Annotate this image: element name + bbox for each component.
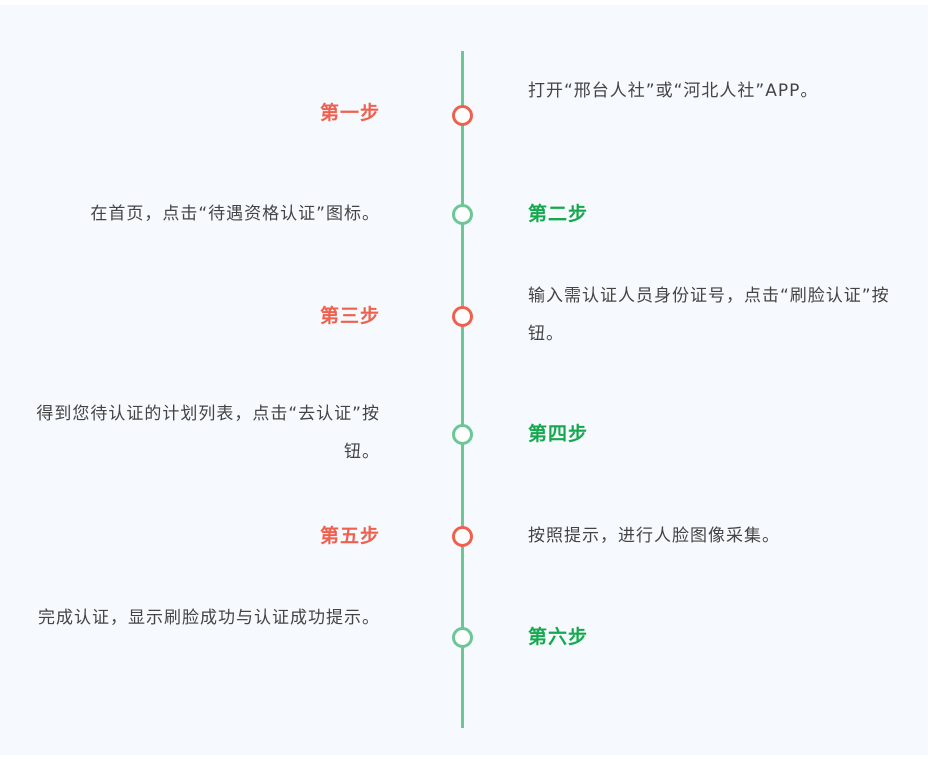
step-6-desc: 完成认证，显示刷脸成功与认证成功提示。 (38, 608, 380, 628)
step-1-title: 第一步 (319, 102, 380, 124)
timeline-node-4 (452, 424, 473, 445)
step-2-title: 第二步 (528, 203, 589, 225)
timeline-node-1 (452, 105, 473, 126)
timeline-panel: 第一步 打开“邢台人社”或“河北人社”APP。 第二步 在首页，点击“待遇资格认… (0, 5, 928, 755)
step-2-desc: 在首页，点击“待遇资格认证”图标。 (90, 204, 380, 224)
step-4-title: 第四步 (528, 423, 589, 445)
step-3-desc: 输入需认证人员身份证号，点击“刷脸认证”按钮。 (528, 286, 890, 344)
step-1-desc: 打开“邢台人社”或“河北人社”APP。 (528, 81, 819, 101)
timeline-node-2 (452, 204, 473, 225)
timeline-node-3 (452, 306, 473, 327)
step-6-title: 第六步 (528, 626, 589, 648)
step-4-desc: 得到您待认证的计划列表，点击“去认证”按钮。 (36, 404, 380, 462)
timeline-node-5 (452, 526, 473, 547)
step-3-title: 第三步 (319, 305, 380, 327)
step-5-desc: 按照提示，进行人脸图像采集。 (528, 526, 780, 546)
step-5-title: 第五步 (319, 525, 380, 547)
timeline-node-6 (452, 627, 473, 648)
timeline-line (461, 51, 464, 728)
